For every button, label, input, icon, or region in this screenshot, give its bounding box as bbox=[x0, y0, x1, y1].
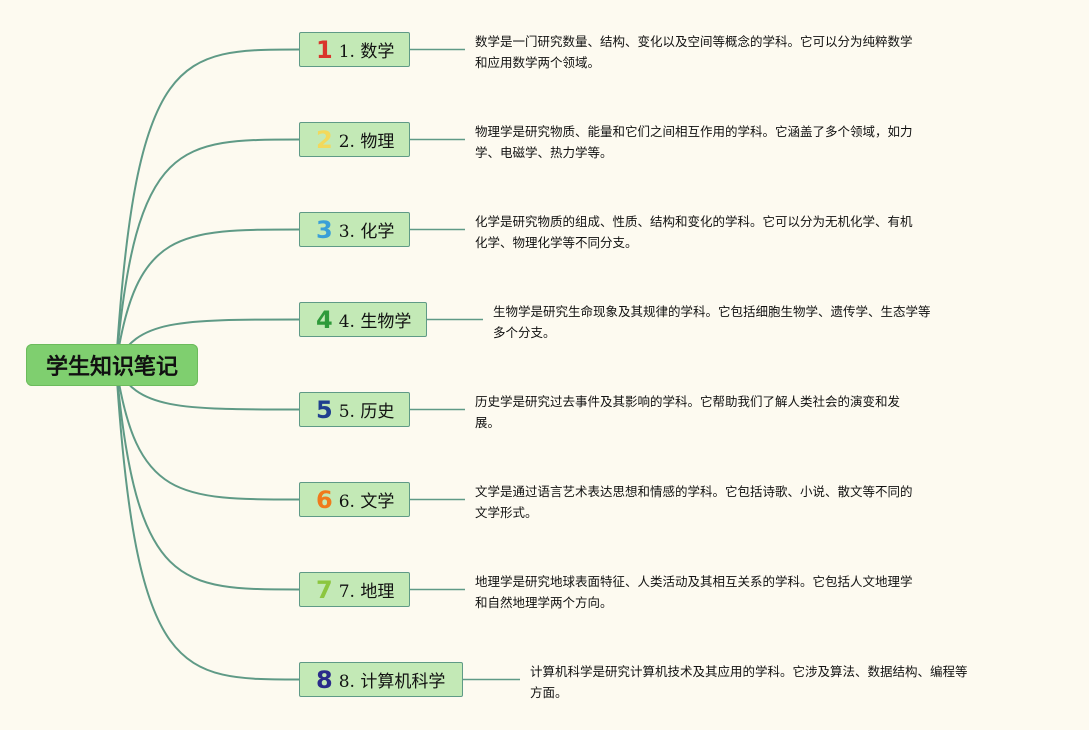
topic-label: 2. 物理 bbox=[338, 132, 395, 152]
topic-8-description: 计算机科学是研究计算机技术及其应用的学科。它涉及算法、数据结构、编程等方面。 bbox=[530, 661, 968, 703]
number-5-icon: 5 bbox=[316, 395, 333, 424]
description-line: 多个分支。 bbox=[493, 325, 556, 340]
topic-5-description: 历史学是研究过去事件及其影响的学科。它帮助我们了解人类社会的演变和发展。 bbox=[475, 391, 900, 433]
description-line: 展。 bbox=[475, 415, 501, 430]
description-line: 方面。 bbox=[530, 685, 568, 700]
number-6-icon: 6 bbox=[316, 485, 333, 514]
topic-label: 4. 生物学 bbox=[338, 312, 412, 332]
branch-line-8 bbox=[115, 364, 300, 681]
number-4-icon: 4 bbox=[316, 305, 333, 334]
branch-line-6 bbox=[115, 364, 300, 501]
description-line: 地理学是研究地球表面特征、人类活动及其相互关系的学科。它包括人文地理学 bbox=[475, 574, 913, 589]
root-title: 学生知识笔记 bbox=[45, 355, 178, 380]
description-line: 物理学是研究物质、能量和它们之间相互作用的学科。它涵盖了多个领域，如力 bbox=[475, 124, 913, 139]
topic-1-description: 数学是一门研究数量、结构、变化以及空间等概念的学科。它可以分为纯粹数学和应用数学… bbox=[475, 31, 913, 73]
topic-label: 5. 历史 bbox=[338, 402, 395, 422]
topic-7-description: 地理学是研究地球表面特征、人类活动及其相互关系的学科。它包括人文地理学和自然地理… bbox=[475, 571, 913, 613]
topic-6-description: 文学是通过语言艺术表达思想和情感的学科。它包括诗歌、小说、散文等不同的文学形式。 bbox=[475, 481, 913, 523]
topic-label: 7. 地理 bbox=[338, 582, 395, 602]
topic-label: 1. 数学 bbox=[338, 42, 395, 62]
description-line: 和应用数学两个领域。 bbox=[475, 55, 601, 70]
description-line: 生物学是研究生命现象及其规律的学科。它包括细胞生物学、遗传学、生态学等 bbox=[493, 304, 931, 319]
topic-2-description: 物理学是研究物质、能量和它们之间相互作用的学科。它涵盖了多个领域，如力学、电磁学… bbox=[475, 121, 913, 163]
topic-3-description: 化学是研究物质的组成、性质、结构和变化的学科。它可以分为无机化学、有机化学、物理… bbox=[475, 211, 913, 253]
number-3-icon: 3 bbox=[316, 215, 333, 244]
number-1-icon: 1 bbox=[316, 35, 333, 64]
topic-label: 8. 计算机科学 bbox=[338, 672, 446, 692]
description-line: 历史学是研究过去事件及其影响的学科。它帮助我们了解人类社会的演变和发 bbox=[475, 394, 901, 409]
root-topic[interactable]: 学生知识笔记 bbox=[26, 344, 198, 386]
description-line: 化学、物理化学等不同分支。 bbox=[475, 235, 638, 250]
description-line: 化学是研究物质的组成、性质、结构和变化的学科。它可以分为无机化学、有机 bbox=[475, 214, 913, 229]
number-8-icon: 8 bbox=[316, 665, 333, 694]
description-line: 数学是一门研究数量、结构、变化以及空间等概念的学科。它可以分为纯粹数学 bbox=[475, 34, 913, 49]
description-line: 学、电磁学、热力学等。 bbox=[475, 145, 613, 160]
description-line: 文学是通过语言艺术表达思想和情感的学科。它包括诗歌、小说、散文等不同的 bbox=[475, 484, 913, 499]
topic-4-description: 生物学是研究生命现象及其规律的学科。它包括细胞生物学、遗传学、生态学等多个分支。 bbox=[493, 301, 931, 343]
branch-line-3 bbox=[115, 228, 300, 366]
topic-label: 6. 文学 bbox=[338, 492, 395, 512]
number-2-icon: 2 bbox=[316, 125, 333, 154]
description-line: 和自然地理学两个方向。 bbox=[475, 595, 613, 610]
topic-label: 3. 化学 bbox=[338, 222, 395, 242]
description-line: 文学形式。 bbox=[475, 505, 538, 520]
branch-line-2 bbox=[115, 138, 300, 366]
description-line: 计算机科学是研究计算机技术及其应用的学科。它涉及算法、数据结构、编程等 bbox=[530, 664, 968, 679]
number-7-icon: 7 bbox=[316, 575, 333, 604]
branch-line-1 bbox=[115, 48, 300, 366]
branch-line-7 bbox=[115, 364, 300, 591]
